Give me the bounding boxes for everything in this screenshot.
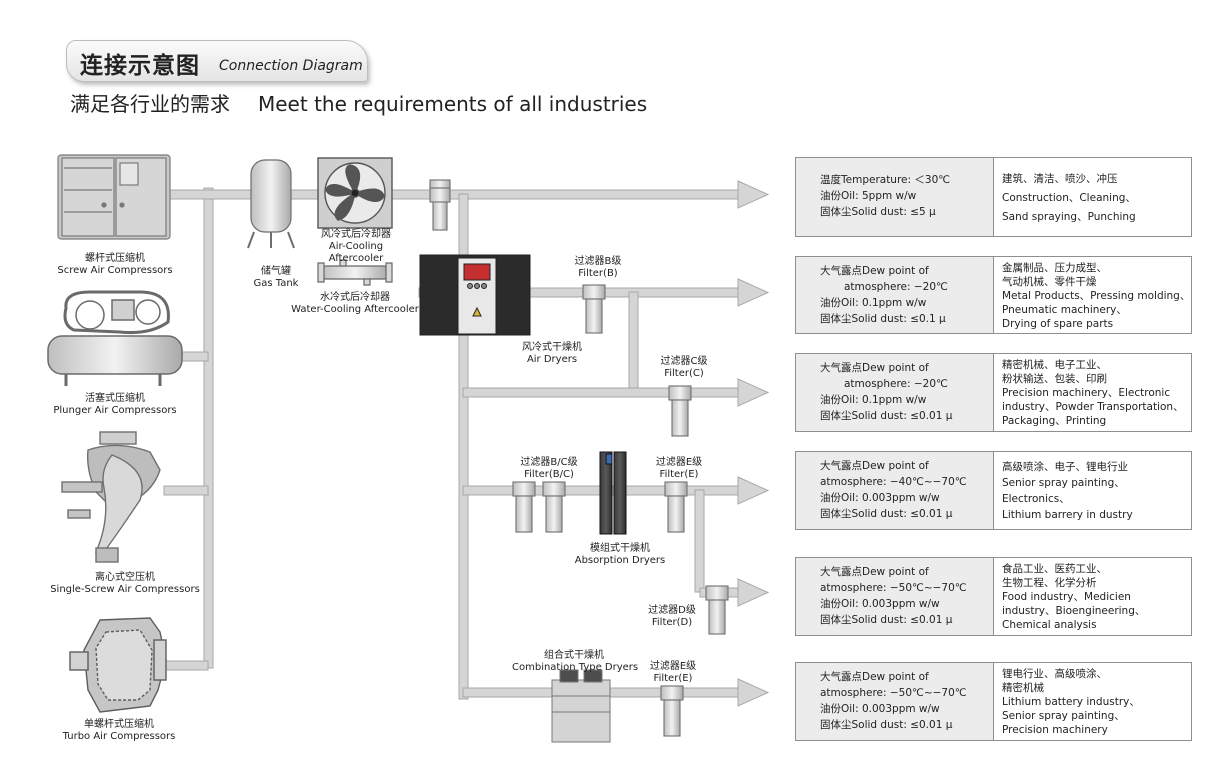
page-title-cn: 连接示意图: [80, 52, 200, 79]
pipe-riser-c: [628, 291, 639, 393]
line-row3: [462, 387, 743, 398]
absorption-dryer-icon: [599, 451, 627, 535]
air-cooling-aftercooler-icon: [317, 157, 393, 229]
combination-dryer-icon: [551, 669, 611, 743]
turbo-compressor-icon: [69, 617, 167, 713]
arrow-head-4: [737, 476, 770, 505]
gas-tank-icon: [247, 159, 295, 249]
filter-top-icon: [429, 179, 451, 231]
pipe-turbo: [163, 660, 209, 671]
plunger-compressor-icon: [47, 290, 183, 386]
title-tab: [66, 40, 368, 82]
arrow-head-5: [737, 578, 770, 607]
arrow-head-3: [737, 378, 770, 407]
collector-pipe-vertical: [203, 187, 214, 669]
arrow-head-1: [737, 180, 770, 209]
filter-c-icon: [668, 385, 692, 437]
subtitle-en: Meet the requirements of all industries: [258, 92, 648, 116]
main-line-top: [159, 189, 743, 200]
page-title-en: Connection Diagram: [219, 58, 363, 74]
screw-compressor-icon: [57, 154, 171, 240]
page-subtitle: 满足各行业的需求 Meet the requirements of all ind…: [70, 88, 647, 117]
main-riser: [458, 193, 469, 700]
filter-bc-1-icon: [512, 481, 536, 533]
pipe-riser-d: [694, 489, 705, 593]
subtitle-cn: 满足各行业的需求: [70, 92, 230, 116]
arrow-head-6: [737, 678, 770, 707]
pipe-centrifugal: [163, 485, 209, 496]
filter-e-1-icon: [664, 481, 688, 533]
filter-e-2-icon: [660, 685, 684, 737]
air-dryer-icon: [419, 254, 531, 336]
filter-b-icon: [582, 284, 606, 334]
water-cooling-aftercooler-icon: [317, 259, 393, 286]
filter-bc-2-icon: [542, 481, 566, 533]
arrow-head-2: [737, 278, 770, 307]
filter-d-icon: [705, 585, 729, 635]
centrifugal-compressor-icon: [61, 431, 161, 563]
